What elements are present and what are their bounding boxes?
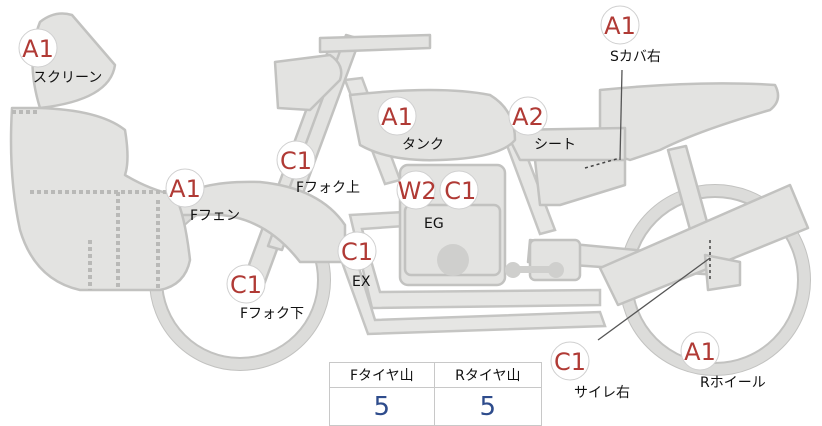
front-tread-header: Fタイヤ山 bbox=[329, 362, 435, 388]
front-tread-value: 5 bbox=[329, 387, 435, 426]
grade-badge-text: C1 bbox=[341, 238, 373, 266]
grade-badge bbox=[439, 170, 479, 210]
grade-badge-text: A2 bbox=[512, 103, 544, 131]
grade-badge bbox=[680, 331, 720, 371]
part-muffler-r: C1 サイレ右 bbox=[550, 341, 630, 401]
part-label: タンク bbox=[402, 137, 444, 153]
grade-badge bbox=[550, 341, 590, 381]
rear-tread-header: Rタイヤ山 bbox=[433, 362, 543, 388]
part-screen: A1 スクリーン bbox=[18, 28, 102, 86]
grade-badge bbox=[165, 168, 205, 208]
part-seat: A2 シート bbox=[508, 96, 576, 153]
grade-badge bbox=[377, 96, 417, 136]
part-label: EX bbox=[352, 274, 371, 290]
tire-tread-table: Fタイヤ山 Rタイヤ山 5 5 bbox=[329, 362, 543, 426]
side-cover bbox=[533, 153, 627, 207]
part-f-fender: A1 Fフェン bbox=[165, 168, 240, 224]
grade-badge bbox=[18, 28, 58, 68]
muffler bbox=[598, 183, 810, 307]
grade-badge-text: C1 bbox=[230, 271, 262, 299]
seat bbox=[503, 126, 627, 162]
part-f-fork-lower: C1 Fフォク下 bbox=[226, 264, 304, 322]
grade-badge-text: A1 bbox=[169, 175, 201, 203]
seat-cowl bbox=[598, 82, 780, 162]
engine-block bbox=[398, 163, 582, 287]
grade-badge-text: W2 C1 bbox=[398, 177, 477, 205]
grade-badge-text: A1 bbox=[604, 12, 636, 40]
grade-badge-text: A1 bbox=[684, 338, 716, 366]
grade-badge bbox=[337, 231, 377, 271]
part-label: Sカバ右 bbox=[610, 49, 661, 65]
muffler-tip bbox=[703, 253, 742, 292]
fairing bbox=[9, 106, 192, 292]
part-ex: C1 EX bbox=[337, 231, 377, 290]
handlebar bbox=[318, 33, 432, 54]
grade-badge bbox=[226, 264, 266, 304]
part-label: Fフォク上 bbox=[296, 180, 360, 196]
part-r-wheel: A1 Rホイール bbox=[680, 331, 766, 391]
grade-badge bbox=[508, 96, 548, 136]
head-cowl bbox=[273, 53, 343, 112]
grade-badge bbox=[600, 5, 640, 45]
part-label: スクリーン bbox=[33, 70, 102, 86]
part-label: シート bbox=[534, 137, 576, 153]
grade-badge bbox=[276, 140, 316, 180]
grade-badge-text: C1 bbox=[280, 147, 312, 175]
part-label: Rホイール bbox=[700, 375, 766, 391]
grade-badge-text: C1 bbox=[554, 348, 586, 376]
part-f-fork-upper: C1 Fフォク上 bbox=[276, 140, 360, 196]
part-tank: A1 タンク bbox=[377, 96, 444, 153]
part-s-cover-r: A1 Sカバ右 bbox=[600, 5, 661, 65]
front-fender bbox=[173, 180, 347, 264]
part-label: サイレ右 bbox=[574, 385, 630, 401]
part-label: Fフェン bbox=[190, 208, 240, 224]
table-header-row: Fタイヤ山 Rタイヤ山 bbox=[329, 362, 543, 388]
rear-tread-value: 5 bbox=[433, 387, 543, 426]
grade-badge-text: A1 bbox=[22, 35, 54, 63]
table-value-row: 5 5 bbox=[329, 387, 543, 426]
part-label: Fフォク下 bbox=[240, 306, 304, 322]
part-label: EG bbox=[424, 216, 444, 232]
part-eg: W2 C1 EG bbox=[396, 170, 479, 232]
kickstand-bolt bbox=[505, 262, 564, 278]
grade-badge-text: A1 bbox=[381, 103, 413, 131]
grade-badge bbox=[396, 170, 436, 210]
